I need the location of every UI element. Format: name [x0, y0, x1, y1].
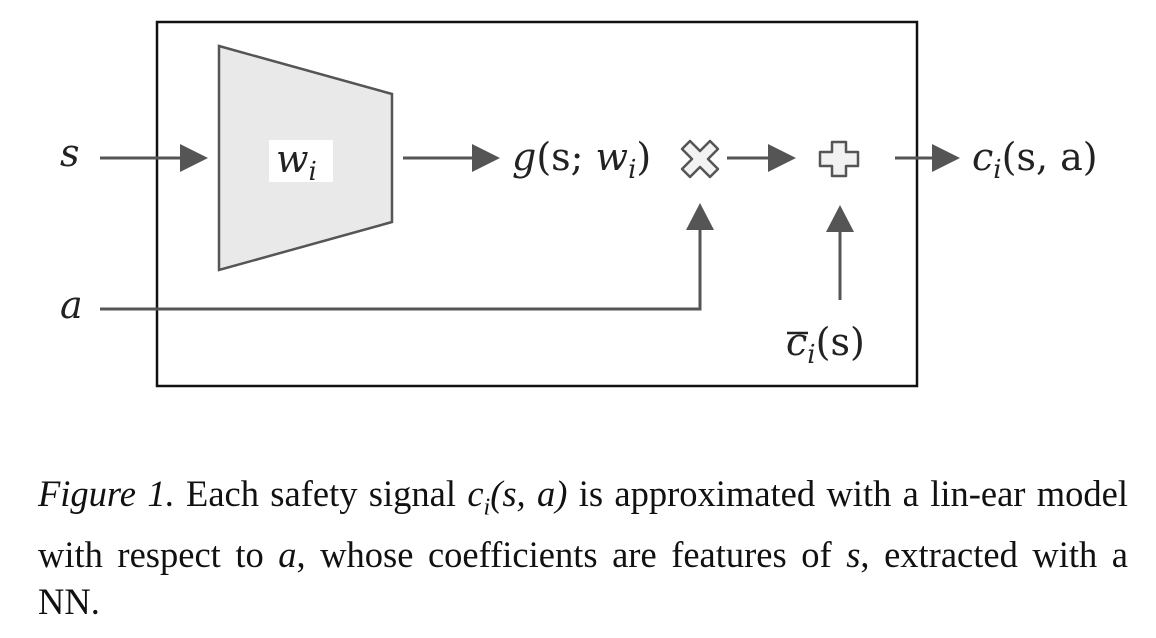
input-a-label: a — [60, 283, 83, 327]
network-weight-label: wi — [276, 137, 317, 187]
arrow-network-to-features — [403, 144, 500, 172]
caption-text-4: , extracted with a NN. — [38, 534, 1128, 623]
caption-text-3: , whose coefficients are features of — [296, 534, 847, 576]
figure-caption: Figure 1. Each safety signal ci(s, a) is… — [38, 470, 1128, 625]
caption-figure-label: Figure 1. — [38, 473, 175, 514]
arrow-add-to-output — [895, 144, 960, 172]
caption-math-s: s — [846, 534, 861, 576]
weight-label-background — [269, 140, 333, 182]
caption-text-1: Each safety signal — [174, 473, 468, 514]
bias-input-label: ci(s) — [786, 320, 865, 370]
arrow-multiply-to-add — [727, 144, 796, 172]
caption-text-2: is approximated with a lin-ear model wit… — [38, 473, 1128, 576]
caption-math-c: c — [467, 473, 484, 514]
caption-math-args: (s, a) — [490, 473, 568, 514]
feature-output-label: g(s; wi) — [512, 135, 651, 185]
add-operator-icon — [818, 140, 860, 178]
arrow-s-to-network — [100, 144, 208, 172]
final-output-label: ci(s, a) — [972, 135, 1098, 185]
arrow-bias-to-add — [826, 205, 854, 300]
safety-signal-diagram: s wi g(s; wi) ci(s, a) a — [60, 20, 1098, 388]
input-s-label: s — [60, 131, 80, 175]
arrow-a-to-multiply — [100, 203, 714, 311]
caption-math-sub: i — [483, 494, 491, 521]
model-boundary-box — [155, 20, 919, 388]
caption-math-a: a — [278, 534, 297, 576]
multiply-operator-icon — [680, 139, 720, 179]
